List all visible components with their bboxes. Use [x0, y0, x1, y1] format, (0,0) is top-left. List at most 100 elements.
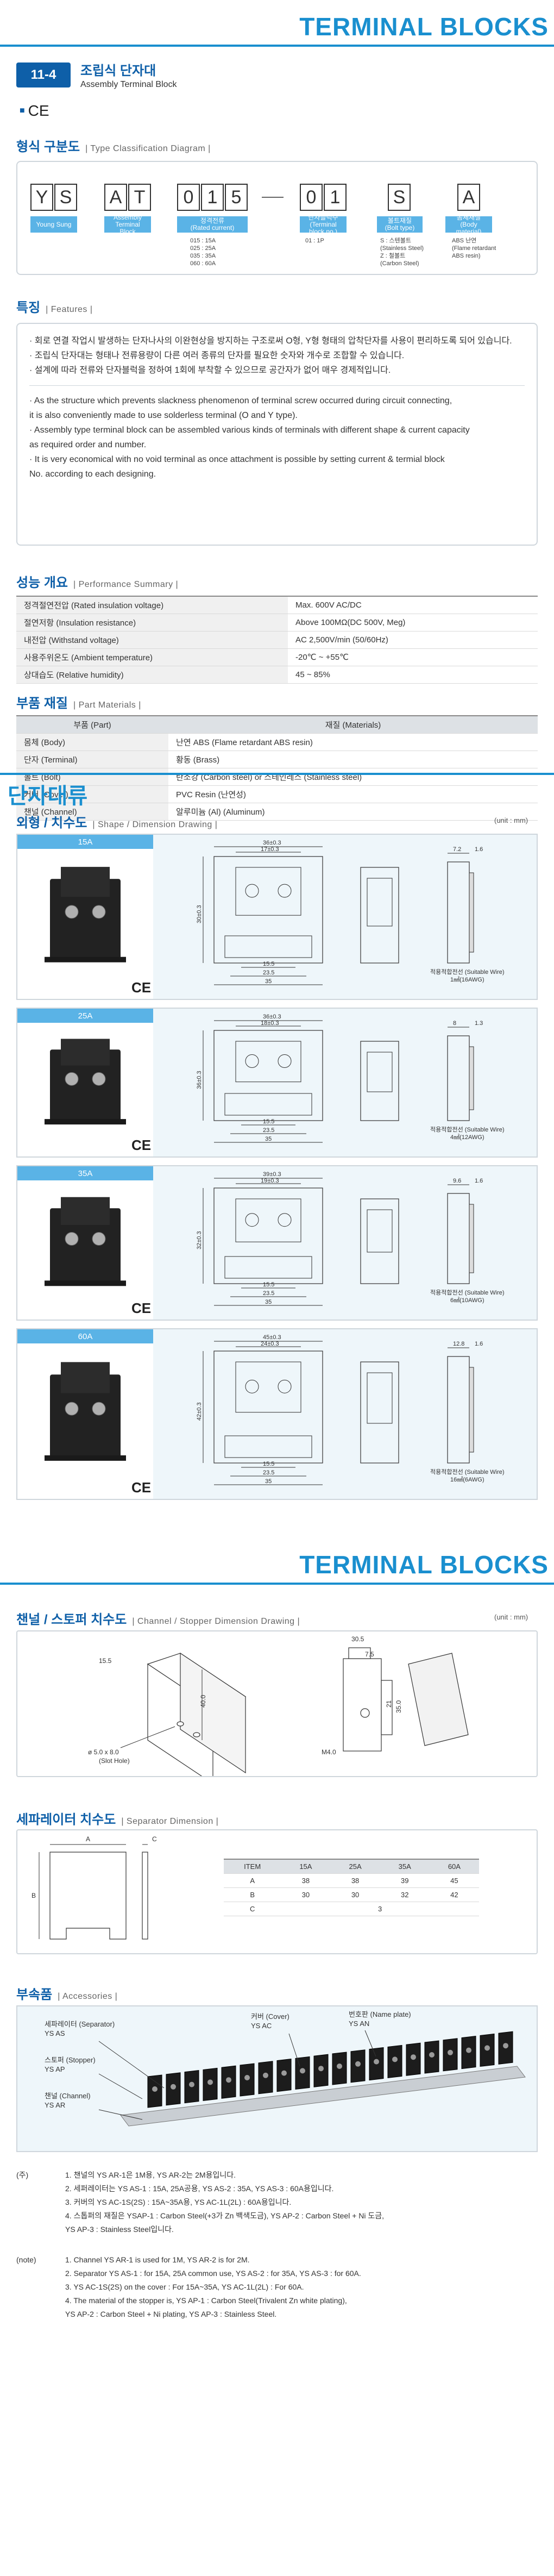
dim-label-height: 36±0.3 [196, 1071, 203, 1089]
screw-mark [281, 2070, 287, 2076]
terminal-window [235, 867, 301, 916]
terminal-window [235, 1041, 301, 1083]
spec-label: 상대습도 (Relative humidity) [16, 666, 288, 684]
brand-divider [0, 45, 554, 47]
separator-table: ITEM 15A 25A 35A 60A A 38 38 39 45 B 30 … [224, 1859, 479, 1916]
table-header-row: ITEM 15A 25A 35A 60A [224, 1859, 479, 1874]
section-title-ko: 부속품 [16, 1987, 53, 2002]
spec-label: 절연저항 (Insulation resistance) [16, 614, 288, 632]
dim-label-stopper-inner: 21 [385, 1700, 393, 1708]
table-cell: 38 [330, 1873, 380, 1888]
body-outline [213, 1030, 323, 1121]
type-classification-diagram: Y S A T 0 1 5 0 1 S A Young Sung Assembl… [16, 161, 538, 275]
materials-heading: 부품 재질 | Part Materials | [16, 692, 141, 711]
suitable-wire-size: 1㎟(16AWG) [450, 977, 484, 983]
suitable-wire-size: 4㎟(12AWG) [450, 1134, 484, 1141]
performance-table: 정격절연전압 (Rated insulation voltage)Max. 60… [16, 596, 538, 684]
screw-mark [226, 2077, 231, 2083]
table-row: 챈널 (Channel)알루미늄 (Al) (Aluminum) [16, 803, 538, 821]
dim-label-stopper-height: 35.0 [395, 1700, 402, 1713]
section-title-en: | Type Classification Diagram | [85, 144, 211, 153]
section-title-en: | Shape / Dimension Drawing | [92, 820, 218, 829]
note-tag: (주) [16, 2171, 29, 2179]
dim-label-b: B [32, 1892, 36, 1899]
screw-mark [503, 2043, 508, 2049]
ce-mark-icon: CE [28, 102, 49, 119]
table-cell: C [224, 1902, 281, 1916]
dim-label-base-2: 23.5 [263, 970, 274, 976]
feature-item-ko: · 조립식 단자대는 형태나 전류용량이 다른 여러 종류의 단자를 필요한 숫… [29, 351, 405, 360]
table-cell: 30 [330, 1887, 380, 1902]
block-count-options: 01 : 1P [305, 237, 324, 244]
table-row: 사용주위온도 (Ambient temperature)-20℃ ~ +55℃ [16, 648, 538, 666]
table-row: 단자 (Terminal)황동 (Brass) [16, 751, 538, 768]
dim-label-base-1: 15.5 [263, 1118, 274, 1125]
dim-label-base-2: 23.5 [263, 1290, 274, 1297]
rating-label: 60A [17, 1329, 153, 1343]
dim-label-width: 36±0.3 [263, 1014, 281, 1020]
terminal-block-photo-icon [45, 1197, 126, 1286]
dim-label-width: 39±0.3 [263, 1171, 281, 1178]
column-header: 15A [281, 1859, 331, 1874]
accessory-label-separator: 세파레이터 (Separator) YS AS [45, 2019, 115, 2038]
dim-label-inner-width: 17±0.3 [261, 846, 279, 853]
spec-label: 내전압 (Withstand voltage) [16, 631, 288, 649]
dim-label-thickness: 1.6 [475, 846, 483, 853]
end-view-outline [447, 1193, 470, 1284]
code-separator-dash [262, 197, 284, 198]
table-row: A 38 38 39 45 [224, 1873, 479, 1888]
accessory-label-channel: 챈널 (Channel) YS AR [45, 2091, 91, 2110]
section-title-en: | Channel / Stopper Dimension Drawing | [132, 1617, 300, 1626]
table-row: 상대습도 (Relative humidity)45 ~ 85% [16, 666, 538, 684]
end-view-plate [469, 1367, 474, 1453]
ce-mark-icon: CE [131, 1300, 152, 1316]
accessory-code: YS AS [45, 2029, 65, 2037]
dim-label-width: 45±0.3 [263, 1334, 281, 1341]
side-view-inner [367, 1209, 393, 1253]
accessory-label-nameplate: 번호판 (Name plate) YS AN [349, 2010, 411, 2028]
column-header: 부품 (Part) [16, 716, 168, 734]
dim-label-base-1: 15.5 [263, 1281, 274, 1288]
dim-label-thickness: 1.6 [475, 1341, 483, 1347]
note-item: 2. Separator YS AS-1 : for 15A, 25A comm… [65, 2269, 361, 2278]
separator-drawing: A B C [32, 1835, 157, 1940]
screw-outline [278, 884, 292, 898]
note-item: 3. YS AC-1S(2S) on the cover : For 15A~3… [65, 2283, 304, 2291]
dim-label-width: 36±0.3 [263, 840, 281, 846]
section-title-text: 단자대류 [8, 784, 88, 808]
section-title-ko: 특징 [16, 301, 41, 315]
terminal-block-photo-icon [45, 1039, 126, 1125]
table-row: 몸체 (Body)난연 ABS (Flame retardant ABS res… [16, 733, 538, 751]
performance-heading: 성능 개요 | Performance Summary | [16, 572, 178, 591]
type-classification-heading: 형식 구분도 | Type Classification Diagram | [16, 136, 211, 155]
dim-label-side: 8 [453, 1020, 456, 1027]
side-view-outline [360, 867, 399, 964]
code-label-bolt-type: 볼트재질 (Bolt type) [377, 216, 423, 233]
category-title-en: Assembly Terminal Block [80, 80, 177, 89]
suitable-wire-size: 6㎟(10AWG) [450, 1297, 484, 1304]
side-view-outline [360, 1041, 399, 1121]
screw-mark [411, 2054, 416, 2060]
screw-outline [278, 1379, 292, 1393]
table-cell: 39 [380, 1873, 430, 1888]
spec-value: Max. 600V AC/DC [288, 596, 538, 614]
side-view-outline [360, 1361, 399, 1464]
dim-label-base-3: 35 [265, 1299, 272, 1305]
accessory-name: 번호판 (Name plate) [349, 2010, 411, 2018]
dim-label-thickness: 1.6 [475, 1178, 483, 1184]
cert-marks: ■ CE [20, 102, 49, 120]
end-view-outline [447, 861, 470, 964]
screw-mark [466, 2047, 471, 2053]
code-label-rated-current: 정격전류 (Rated current) [177, 216, 248, 233]
dim-label-side: 12.8 [453, 1341, 464, 1347]
materials-table: 부품 (Part)재질 (Materials) 몸체 (Body)난연 ABS … [16, 715, 538, 821]
screw-mark [429, 2052, 435, 2058]
square-bullet-icon: ■ [20, 106, 25, 115]
rating-label: 35A [17, 1166, 153, 1180]
screw-mark [318, 2066, 324, 2072]
code-letter: T [128, 184, 151, 211]
screw-outline [245, 1213, 259, 1227]
